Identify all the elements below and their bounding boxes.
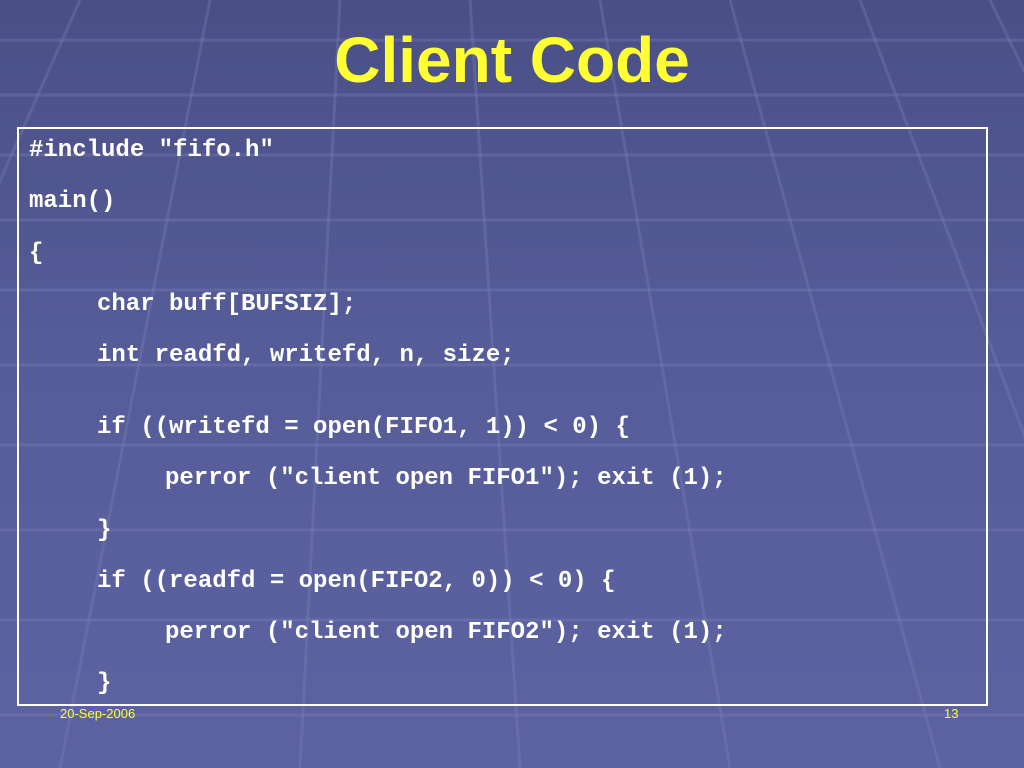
- code-line: perror ("client open FIFO1"); exit (1);: [165, 465, 727, 492]
- code-block: #include "fifo.h" main() { char buff[BUF…: [17, 127, 988, 706]
- code-line: }: [97, 670, 112, 697]
- footer-page-number: 13: [944, 706, 959, 721]
- code-line: #include "fifo.h": [29, 137, 274, 164]
- footer-date: 20-Sep-2006: [60, 706, 136, 721]
- code-line: {: [29, 240, 44, 267]
- code-line: perror ("client open FIFO2"); exit (1);: [165, 619, 727, 646]
- slide-title: Client Code: [334, 24, 690, 96]
- code-line: }: [97, 517, 112, 544]
- code-line: main(): [29, 188, 116, 215]
- code-line: int readfd, writefd, n, size;: [97, 342, 515, 369]
- code-line: if ((writefd = open(FIFO1, 1)) < 0) {: [97, 414, 630, 441]
- code-line: if ((readfd = open(FIFO2, 0)) < 0) {: [97, 568, 616, 595]
- code-line: char buff[BUFSIZ];: [97, 291, 357, 318]
